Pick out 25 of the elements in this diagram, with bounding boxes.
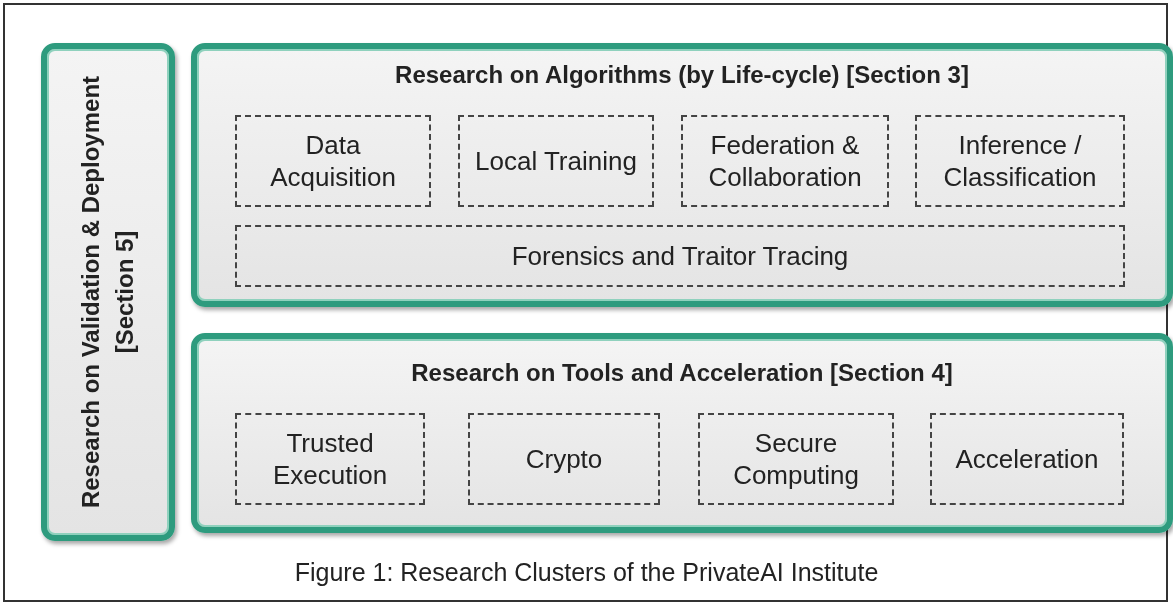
box-label: Acceleration [954,443,1100,475]
box-label: Federation & Collaboration [707,129,863,193]
dashed-box [915,115,1125,207]
dashed-box [681,115,889,207]
box-label: Inference / Classification [942,129,1098,193]
figure-caption: Figure 1: Research Clusters of the PrivateAI Institute [293,558,880,587]
box-label: Trusted Execution [271,427,389,491]
dashed-box [235,413,425,505]
panel-heading: Research on Algorithms (by Life-cycle) [Section 3] [394,61,970,89]
box-label: Crypto [524,443,604,475]
box-label: Data Acquisition [269,129,397,193]
dashed-box [458,115,654,207]
dashed-box [468,413,660,505]
panel-heading: Research on Tools and Acceleration [Section 4] [410,359,954,387]
dashed-box [698,413,894,505]
box-label: Secure Computing [732,427,860,491]
box-label: Local Training [474,145,638,177]
dashed-box [235,115,431,207]
dashed-box [235,225,1125,287]
cluster-panel [191,333,1173,533]
panel-heading: Research on Validation & Deployment [Section 5] [76,74,139,511]
box-label: Forensics and Traitor Tracing [510,240,850,272]
cluster-panel [41,43,175,541]
cluster-panel [191,43,1173,307]
dashed-box [930,413,1124,505]
